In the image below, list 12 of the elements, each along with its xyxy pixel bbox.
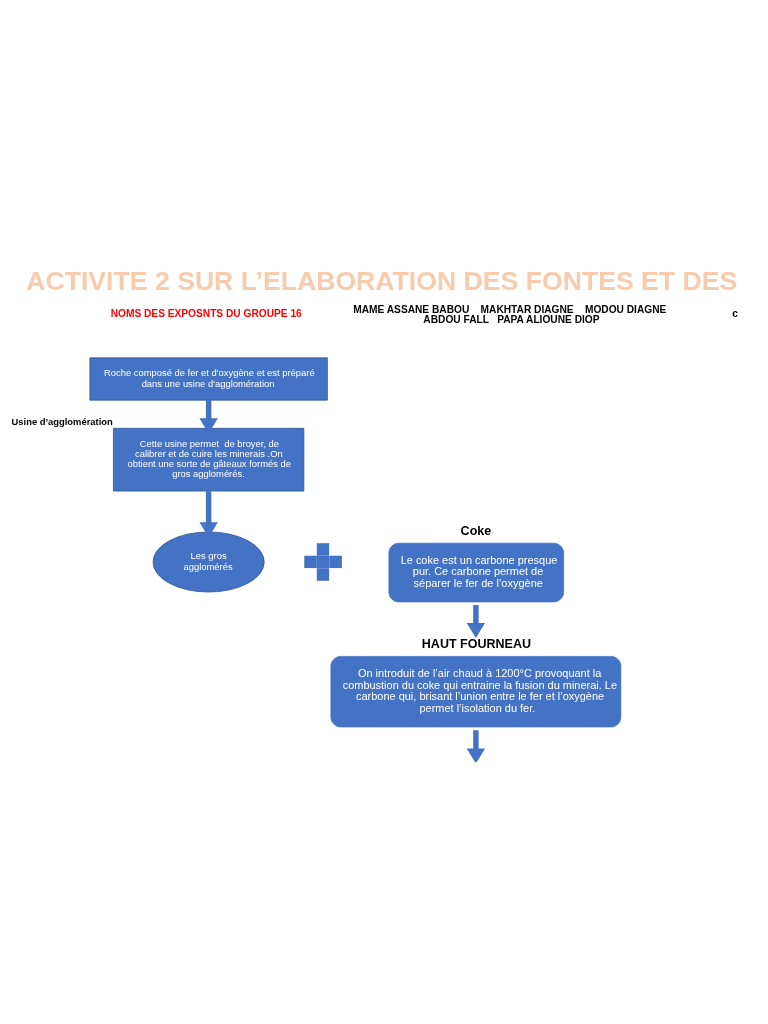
node-label: HAUT FOURNEAU	[421, 636, 531, 651]
arrow	[466, 604, 486, 638]
node-label: Usine d’agglomération	[11, 415, 113, 427]
node-ellipse: Les gros agglomérés	[152, 531, 265, 592]
arrow	[466, 729, 486, 762]
node-box: Roche composé de fer et d'oxygène et est préparé dans une usine d'agglomération	[89, 356, 328, 401]
diagram-title: ACTIVITE 2 SUR L’ELABORATION DES FONTES ET DES	[26, 265, 738, 296]
label: MAME ASSANE BABOU MAKHTAR DIAGNE MODOU DIAGNE ABDOU FALL PAPA ALIOUNE DIOP	[353, 303, 667, 325]
label: c	[732, 307, 738, 319]
node-box: Cette usine permet de broyer, de calibrer et de cuire les minerais .On obtient une sorte de gâteaux formés de gros agglomérés.	[113, 427, 305, 491]
node-label: Coke	[460, 523, 492, 538]
label: NOMS DES EXPOSNTS DU GROUPE 16	[110, 307, 302, 319]
